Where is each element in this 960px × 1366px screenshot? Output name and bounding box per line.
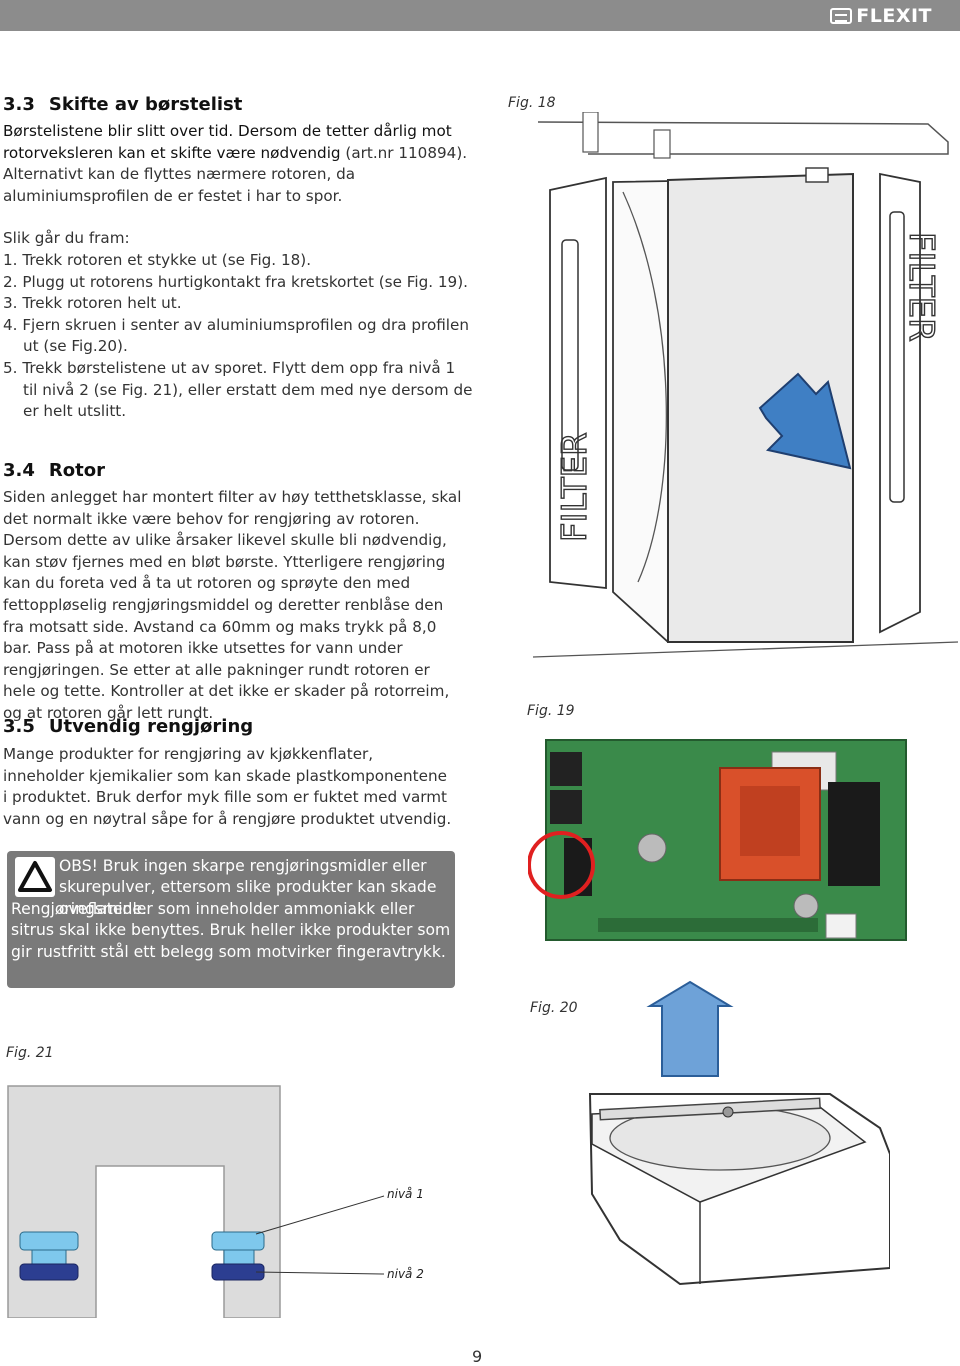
rail-bracket-left bbox=[582, 112, 599, 153]
section-3-3-body: Børstelistene blir slitt over tid. Derso… bbox=[3, 121, 473, 423]
fig19-circuit-board bbox=[528, 739, 907, 941]
warning-first: OBS! Bruk ingen skarpe rengjøringsmidler… bbox=[59, 857, 437, 918]
molex-connector bbox=[825, 913, 857, 939]
rj-connector-2 bbox=[550, 790, 582, 824]
aluminium-profile bbox=[599, 1097, 821, 1121]
section-title: Skifte av børstelist bbox=[48, 94, 243, 115]
fig21-label: Fig. 21 bbox=[6, 1045, 54, 1061]
alternative-text: Alternativt kan de flyttes nærmere rotor… bbox=[3, 165, 356, 205]
floor-line bbox=[532, 641, 959, 658]
filter-left-slot bbox=[561, 239, 579, 471]
fig20-rotor-box bbox=[588, 980, 890, 1286]
profile-cross-section bbox=[7, 1085, 281, 1318]
brush-left-level-2 bbox=[19, 1263, 79, 1281]
cleaning-paragraph: Mange produkter for rengjøring av kjøkke… bbox=[3, 745, 452, 828]
rj-connector-1 bbox=[550, 752, 582, 786]
logo-icon bbox=[830, 7, 853, 24]
profile-screw bbox=[722, 1106, 734, 1118]
section-title: Utvendig rengjøring bbox=[48, 716, 254, 737]
highlight-circle bbox=[528, 831, 595, 899]
step-5: 5. Trekk børstelistene ut av sporet. Fly… bbox=[3, 358, 456, 377]
warning-box: OBS! Bruk ingen skarpe rengjøringsmidler… bbox=[7, 851, 455, 988]
filter-left-text: FILTER bbox=[555, 432, 595, 542]
fig20-label: Fig. 20 bbox=[530, 1000, 578, 1016]
filter-right-text: FILTER bbox=[901, 232, 941, 342]
fig18-label: Fig. 18 bbox=[508, 95, 556, 111]
leader-level-1 bbox=[255, 1195, 385, 1235]
heatsink bbox=[828, 782, 880, 886]
intro-text: Børstelistene blir slitt over tid. Derso… bbox=[3, 122, 452, 162]
top-rail bbox=[537, 121, 949, 155]
section-3-3-heading: 3.3 Skifte av børstelist bbox=[3, 94, 242, 116]
brush-left-level-1 bbox=[19, 1231, 79, 1251]
brush-right-stem bbox=[223, 1249, 255, 1265]
warning-icon bbox=[15, 857, 55, 897]
fig21-profile-levels bbox=[7, 1085, 385, 1318]
filter-right-slot bbox=[889, 211, 905, 503]
brand-name: FLEXIT bbox=[856, 4, 932, 27]
flexit-logo: FLEXIT bbox=[830, 4, 932, 27]
steps-list: 1. Trekk rotoren et stykke ut (se Fig. 1… bbox=[3, 250, 473, 423]
section-number: 3.5 bbox=[3, 716, 35, 737]
step-1: 1. Trekk rotoren et stykke ut (se Fig. 1… bbox=[3, 250, 312, 269]
rotor-paragraph: Siden anlegget har montert filter av høy… bbox=[3, 488, 462, 722]
fig19-label: Fig. 19 bbox=[527, 703, 575, 719]
step-4: 4. Fjern skruen i senter av aluminiumspr… bbox=[3, 315, 469, 334]
brush-left-stem bbox=[31, 1249, 67, 1265]
rotor-handle bbox=[805, 167, 829, 183]
level-2-label: nivå 2 bbox=[387, 1267, 424, 1281]
intro-paragraph: Børstelistene blir slitt over tid. Derso… bbox=[3, 121, 473, 164]
fig18-rotor-illustration: FILTER FILTER bbox=[532, 112, 959, 658]
how-to-label: Slik går du fram: bbox=[3, 229, 130, 248]
step-2: 2. Plugg ut rotorens hurtigkontakt fra k… bbox=[3, 272, 468, 291]
section-title: Rotor bbox=[48, 460, 105, 481]
section-3-5-heading: 3.5 Utvendig rengjøring bbox=[3, 716, 253, 738]
lift-arrow-icon bbox=[646, 980, 734, 1077]
step-4-cont: ut (se Fig.20). bbox=[23, 337, 128, 356]
capacitor-1 bbox=[637, 833, 667, 863]
capacitor-2 bbox=[793, 893, 819, 919]
leader-level-2 bbox=[255, 1271, 385, 1275]
level-1-label: nivå 1 bbox=[387, 1187, 424, 1201]
step-5-cont-2: er helt utslitt. bbox=[23, 402, 127, 421]
terminal-strip bbox=[598, 918, 818, 932]
section-number: 3.3 bbox=[3, 94, 35, 115]
pull-arrow-icon bbox=[758, 372, 852, 470]
step-3: 3. Trekk rotoren helt ut. bbox=[3, 294, 182, 313]
section-number: 3.4 bbox=[3, 460, 35, 481]
transformer-label bbox=[740, 786, 800, 856]
rotor-curve bbox=[622, 191, 667, 583]
rail-bracket-right bbox=[653, 129, 671, 159]
section-3-4-heading: 3.4 Rotor bbox=[3, 460, 105, 482]
warning-rest: Rengjøringsmidler som inneholder ammonia… bbox=[11, 900, 451, 961]
page-number: 9 bbox=[472, 1347, 483, 1366]
header-bar: FLEXIT bbox=[0, 0, 960, 31]
brush-right-level-1 bbox=[211, 1231, 265, 1251]
art-number: (art.nr 110894). bbox=[340, 143, 468, 162]
step-5-cont: til nivå 2 (se Fig. 21), eller erstatt d… bbox=[23, 380, 473, 399]
